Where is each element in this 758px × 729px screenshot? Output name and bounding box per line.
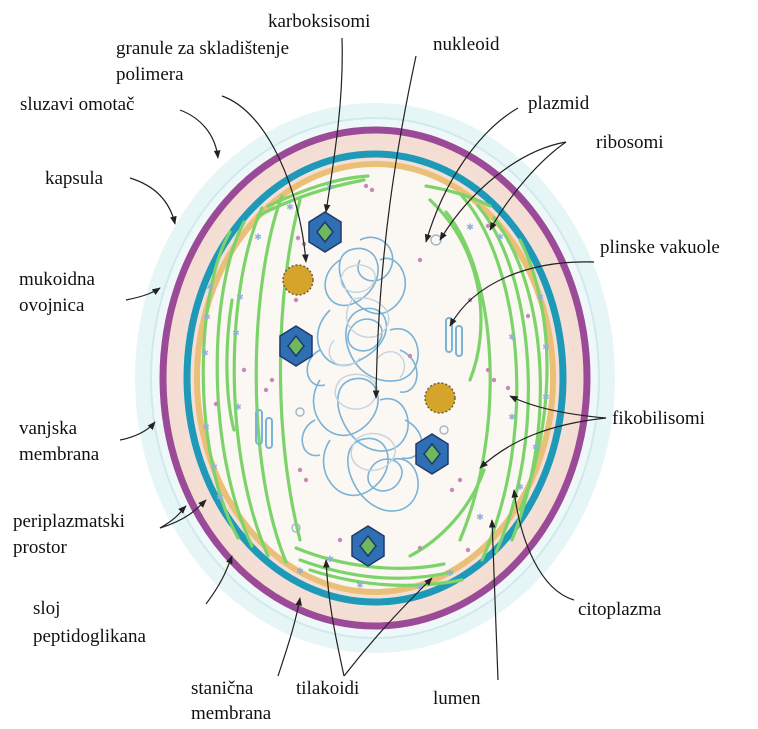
svg-text:✱: ✱ (356, 581, 364, 591)
label-citoplazma: citoplazma (578, 599, 662, 620)
svg-text:✱: ✱ (532, 443, 540, 453)
label-plazmid: plazmid (528, 93, 590, 114)
svg-text:✱: ✱ (508, 333, 516, 343)
svg-text:✱: ✱ (542, 343, 550, 353)
svg-text:✱: ✱ (296, 567, 304, 577)
label-stanicna-line2: membrana (191, 703, 272, 724)
svg-text:✱: ✱ (236, 293, 244, 303)
svg-text:✱: ✱ (446, 569, 454, 579)
svg-text:✱: ✱ (232, 329, 240, 339)
label-granule-line1: granule za skladištenje (116, 38, 289, 59)
label-mukoidna-line2: ovojnica (19, 295, 85, 316)
svg-text:✱: ✱ (508, 413, 516, 423)
label-ribosomi: ribosomi (596, 132, 664, 153)
label-plinske: plinske vakuole (600, 237, 720, 258)
label-periplazmatski-line2: prostor (13, 537, 68, 558)
label-sloj-line1: sloj (33, 598, 60, 619)
label-lumen: lumen (433, 688, 481, 709)
svg-text:✱: ✱ (202, 423, 210, 433)
label-mukoidna-line1: mukoidna (19, 269, 96, 290)
svg-text:✱: ✱ (536, 293, 544, 303)
svg-text:✱: ✱ (234, 403, 242, 413)
svg-text:✱: ✱ (496, 233, 504, 243)
svg-text:✱: ✱ (216, 493, 224, 503)
label-vanjska-line1: vanjska (19, 418, 78, 439)
svg-text:✱: ✱ (516, 483, 524, 493)
label-kapsula: kapsula (45, 168, 104, 189)
label-fikobilisomi: fikobilisomi (612, 408, 705, 429)
label-tilakoidi: tilakoidi (296, 678, 359, 699)
svg-text:✱: ✱ (466, 223, 474, 233)
label-granule-line2: polimera (116, 64, 184, 85)
label-stanicna-line1: stanična (191, 678, 254, 699)
svg-text:✱: ✱ (206, 283, 214, 293)
label-sluzavi: sluzavi omotač (20, 94, 135, 115)
svg-text:✱: ✱ (201, 349, 209, 359)
svg-text:✱: ✱ (203, 313, 211, 323)
label-vanjska-line2: membrana (19, 444, 100, 465)
label-karboksisomi: karboksisomi (268, 11, 370, 32)
label-sloj-line2: peptidoglikana (33, 626, 146, 647)
svg-text:✱: ✱ (326, 555, 334, 565)
label-nukleoid: nukleoid (433, 34, 500, 55)
label-periplazmatski-line1: periplazmatski (13, 511, 125, 532)
svg-text:✱: ✱ (542, 393, 550, 403)
svg-text:✱: ✱ (476, 513, 484, 523)
svg-text:✱: ✱ (254, 233, 262, 243)
svg-text:✱: ✱ (210, 463, 218, 473)
svg-text:✱: ✱ (286, 203, 294, 213)
